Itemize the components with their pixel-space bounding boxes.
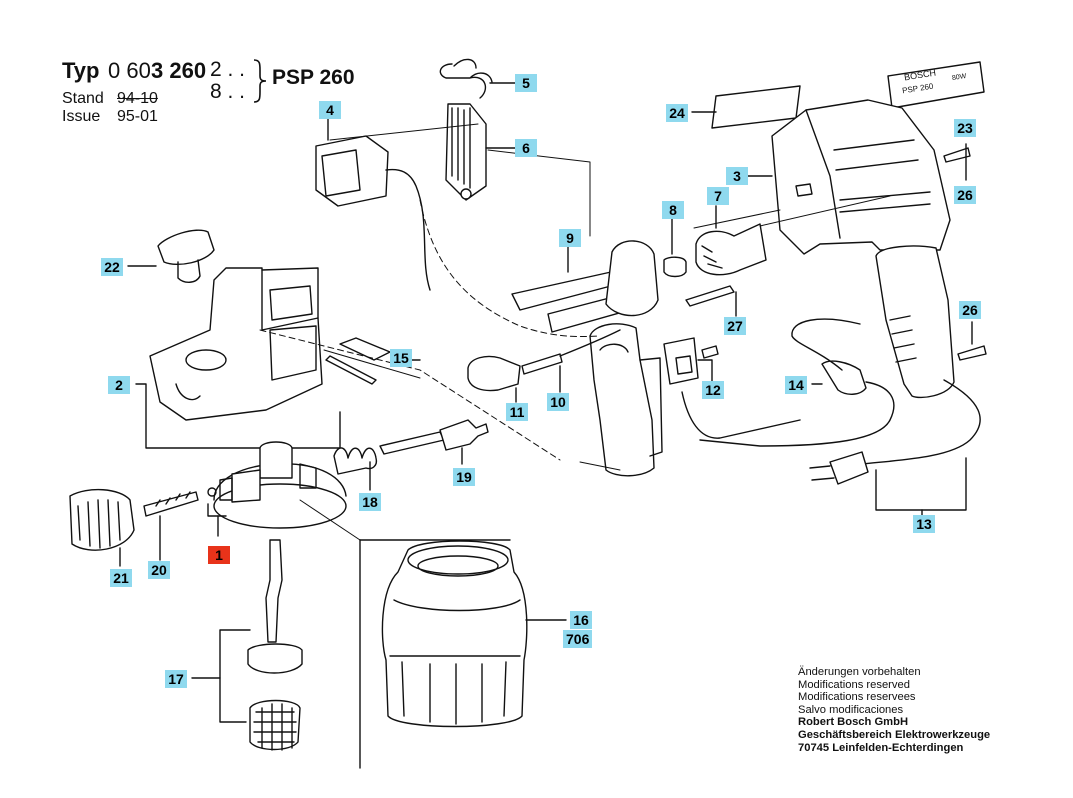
switch-part-10-11 [467, 329, 621, 403]
callout-26-upper[interactable]: 26 [954, 186, 976, 204]
company-division: Geschäftsbereich Elektrowerkzeuge [798, 728, 991, 741]
brace-icon [253, 59, 267, 103]
company-address: 70745 Leinfelden-Echterdingen [798, 741, 964, 754]
callout-706[interactable]: 706 [563, 630, 593, 648]
callout-21[interactable]: 21 [110, 569, 132, 587]
housing-shell-part-3 [743, 99, 971, 255]
pump-head-part-1 [207, 441, 347, 537]
issue-label: Issue [62, 108, 101, 125]
callout-10[interactable]: 10 [547, 393, 569, 411]
callout-9[interactable]: 9 [559, 229, 581, 247]
suction-tube-part-17 [191, 539, 303, 751]
stand-value: 94-10 [117, 90, 158, 107]
cord-part-13-14 [699, 318, 981, 521]
type-variant-1: 2 . . [210, 58, 246, 81]
notice-line: Salvo modificaciones [798, 703, 904, 716]
callout-11[interactable]: 11 [506, 403, 528, 421]
label-part-24 [691, 85, 801, 129]
type-variant-2: 8 . . [210, 80, 246, 103]
gun-handle [589, 323, 663, 477]
clip-part-5 [439, 58, 519, 99]
callout-6[interactable]: 6 [515, 139, 537, 157]
connector-part-12 [663, 337, 801, 439]
callout-14[interactable]: 14 [785, 376, 807, 394]
callout-13[interactable]: 13 [913, 515, 935, 533]
callout-27[interactable]: 27 [724, 317, 746, 335]
callout-22[interactable]: 22 [101, 258, 123, 276]
type-number-prefix: 0 60 [108, 58, 151, 83]
callout-12[interactable]: 12 [702, 381, 724, 399]
callout-15[interactable]: 15 [390, 349, 412, 367]
notice-line: Modifications reserved [798, 678, 910, 691]
notice-block: Änderungen vorbehalten Modifications res… [798, 666, 990, 754]
callout-8[interactable]: 8 [662, 201, 684, 219]
nozzle-part-20-21 [69, 488, 199, 567]
callout-16[interactable]: 16 [570, 611, 592, 629]
callout-19[interactable]: 19 [453, 468, 475, 486]
issue-value: 95-01 [117, 108, 158, 125]
knob-part-22 [127, 229, 215, 283]
callout-26-lower[interactable]: 26 [959, 301, 981, 319]
notice-line: Änderungen vorbehalten [798, 666, 921, 678]
model-name: PSP 260 [272, 66, 355, 89]
pump-housing-part-2 [135, 267, 421, 449]
type-number-bold: 3 260 [151, 58, 207, 83]
callout-1[interactable]: 1 [208, 546, 230, 564]
callout-17[interactable]: 17 [165, 670, 187, 688]
type-label: Typ [62, 58, 100, 83]
callout-24[interactable]: 24 [666, 104, 688, 122]
screw-part-27 [685, 285, 737, 317]
handle-shell [875, 245, 987, 399]
callout-20[interactable]: 20 [148, 561, 170, 579]
motor-bearing-part-7-8 [663, 205, 767, 278]
callout-7[interactable]: 7 [707, 187, 729, 205]
notice-line: Modifications reservees [798, 691, 916, 704]
container-part-16 [359, 539, 567, 769]
callout-23[interactable]: 23 [954, 119, 976, 137]
filter-felt-part-15 [325, 337, 391, 385]
callout-2[interactable]: 2 [108, 376, 130, 394]
rectifier-part-6 [445, 103, 519, 201]
company-name: Robert Bosch GmbH [798, 716, 909, 729]
callout-5[interactable]: 5 [515, 74, 537, 92]
spring-piston-part-18-19 [333, 419, 489, 491]
callout-3[interactable]: 3 [726, 167, 748, 185]
coil-part-4 [315, 117, 431, 291]
stand-label: Stand [62, 90, 104, 107]
callout-4[interactable]: 4 [319, 101, 341, 119]
callout-18[interactable]: 18 [359, 493, 381, 511]
motor-bracket-part-9 [511, 240, 659, 333]
